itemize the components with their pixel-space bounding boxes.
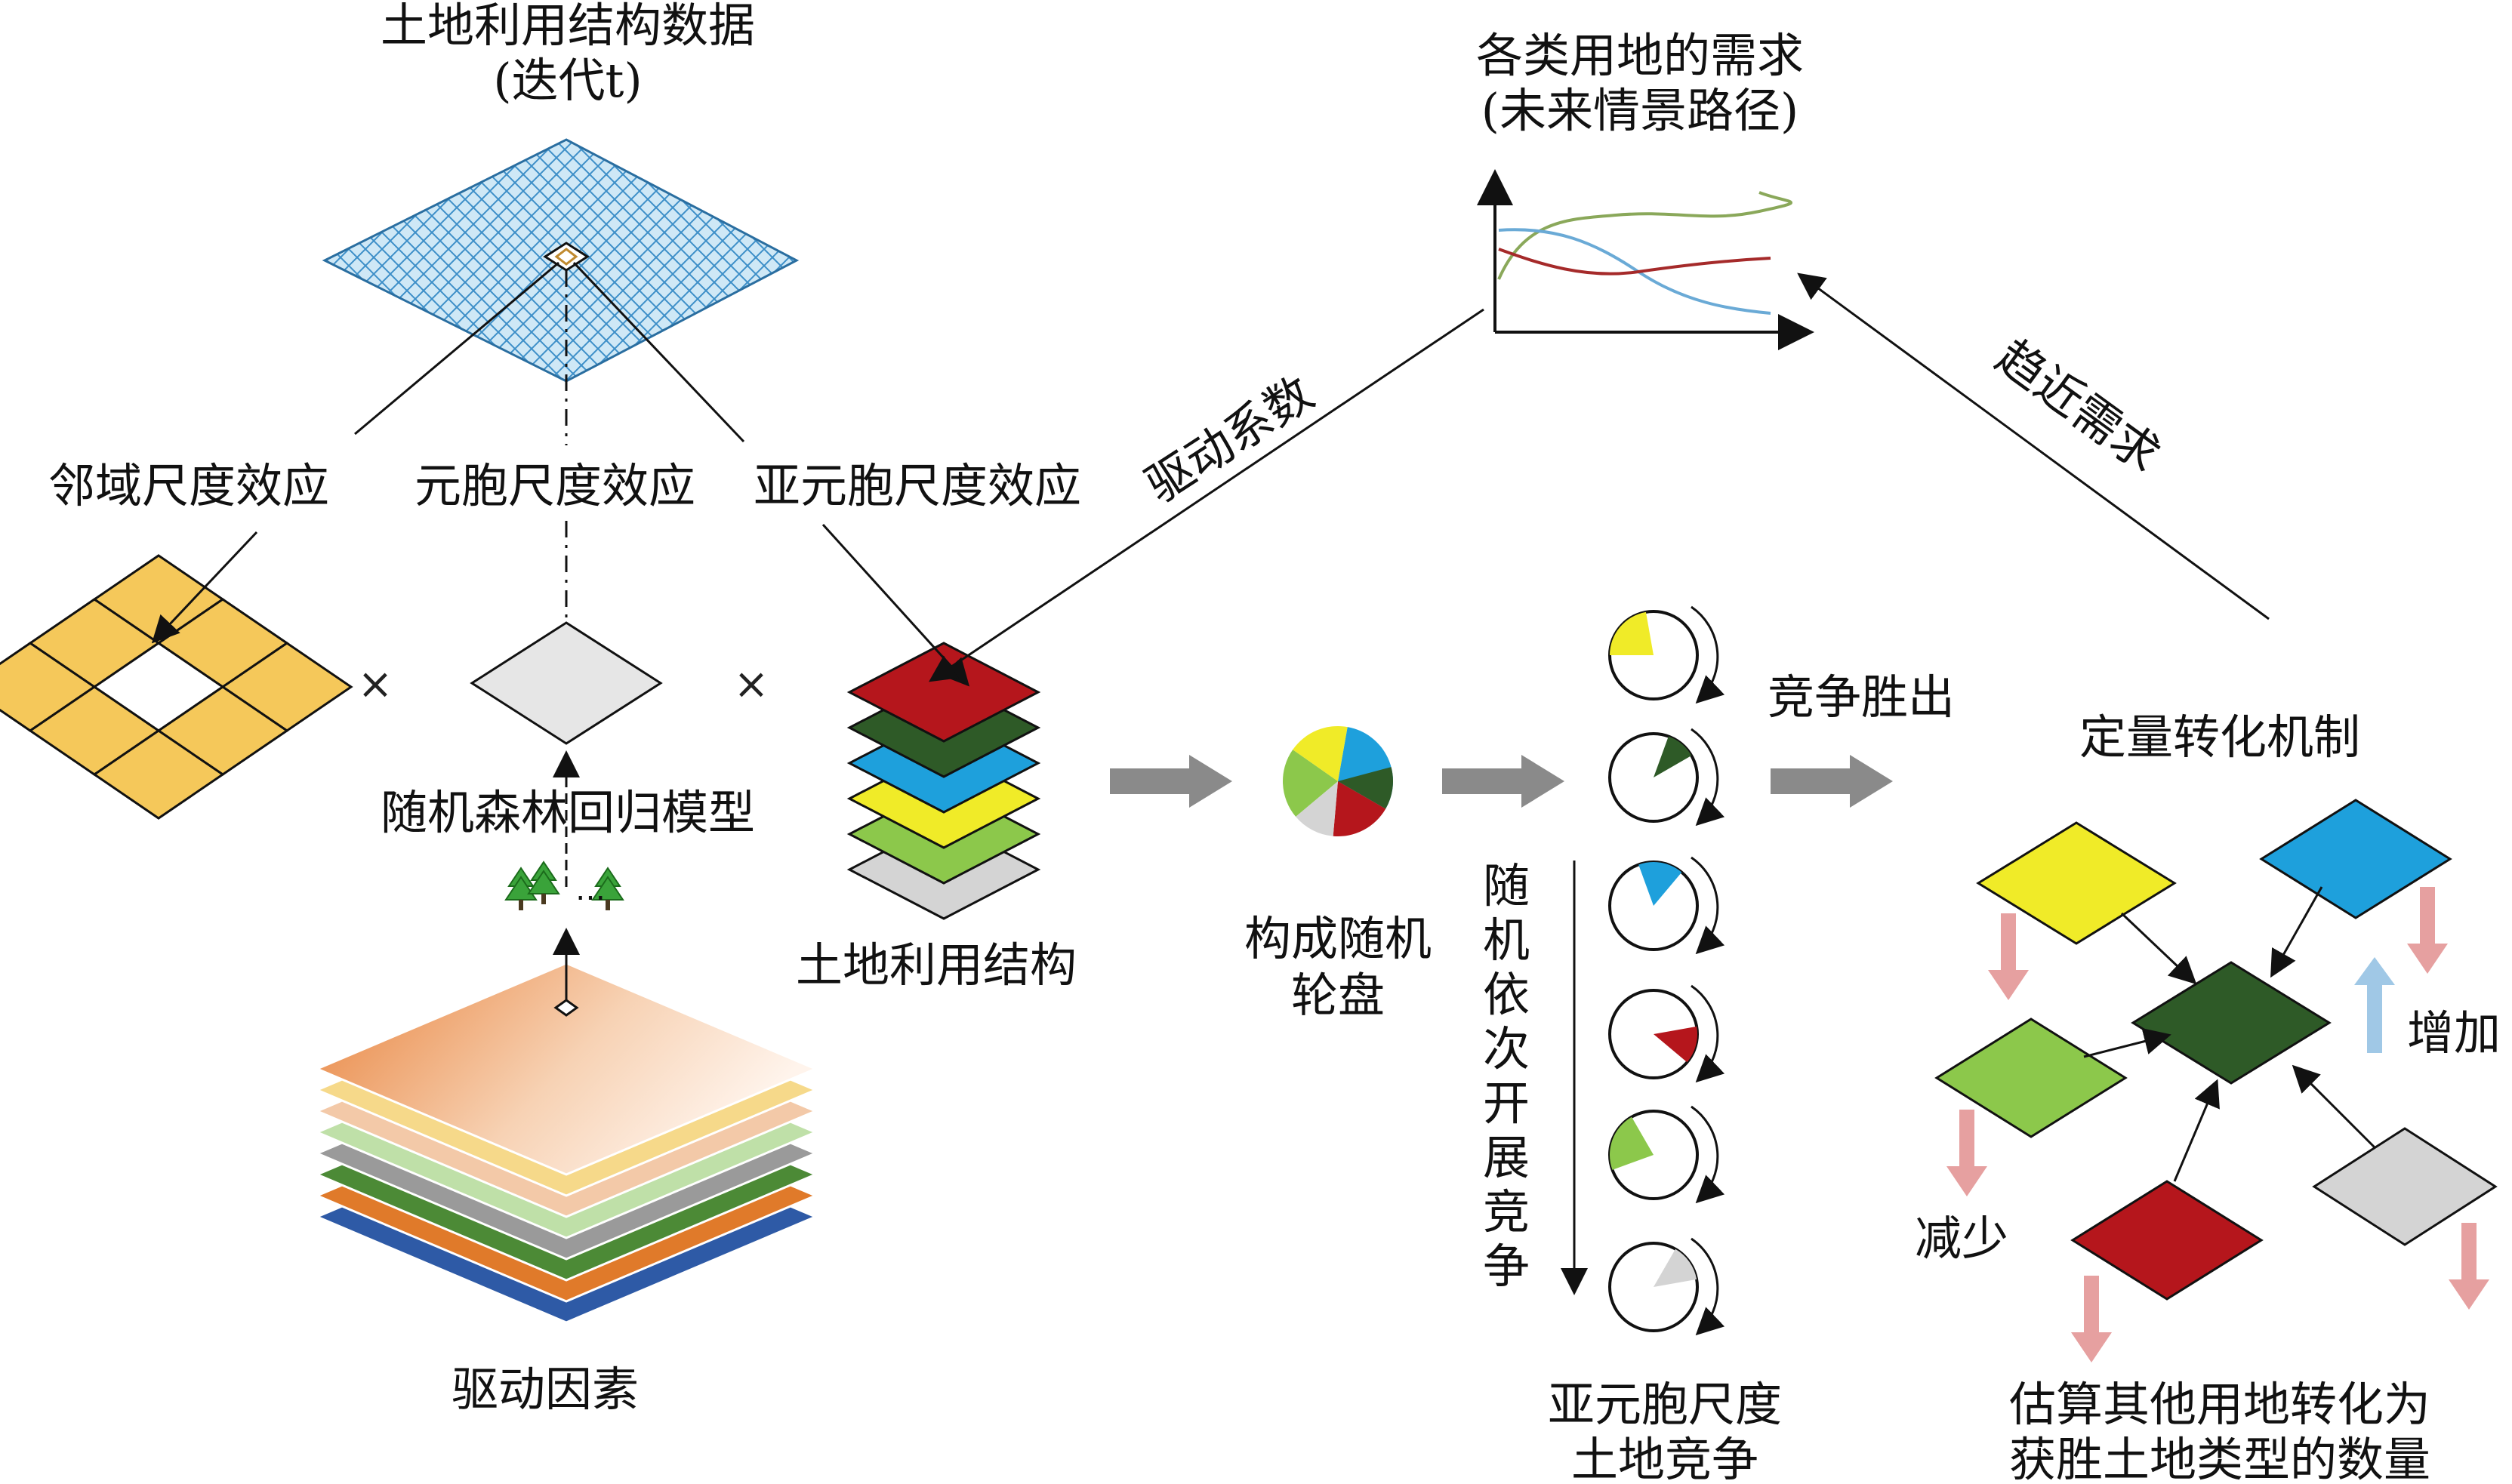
compete-win-label: 竞争胜出 (1768, 670, 1955, 725)
spin-arrow (1691, 1105, 1725, 1204)
spin-arrow (1691, 728, 1725, 827)
pie-slice (1338, 767, 1393, 809)
down-arrow (1988, 913, 2029, 1000)
sequential-char: 机 (1483, 913, 1530, 968)
sequential-char: 争 (1483, 1239, 1530, 1294)
wheel-sector (1654, 1248, 1697, 1287)
increase-arrow-icon (2354, 957, 2395, 1053)
down-arrow (1946, 1110, 1987, 1196)
driver-top-layer (314, 962, 818, 1176)
land-use-layer (846, 642, 1041, 743)
decrease-arrow-icon (1946, 887, 2489, 1362)
spin-arrow (1691, 856, 1725, 955)
pie-slice (1283, 750, 1338, 817)
arrow-red-to-green (2173, 1079, 2220, 1182)
land-structure-label: 土地利用结构 (796, 938, 1077, 993)
decrease-label: 减少 (1915, 1211, 2008, 1266)
wheel-sector (1610, 611, 1654, 655)
increase-label: 增加 (2407, 1005, 2501, 1061)
flow-arrow-3 (1771, 755, 1893, 808)
lightgreen-diamond (1934, 1018, 2128, 1138)
demand-curve-red (1498, 248, 1771, 276)
conversion-diagram (1934, 799, 2498, 1301)
demand-chart (1477, 169, 1814, 350)
tree-icon (504, 861, 624, 910)
drive-coef-arrow (929, 308, 1484, 682)
approach-demand-label: 趋近需求 (1986, 328, 2171, 483)
demand-line2: (未来情景路径) (1481, 83, 1798, 138)
sequential-char: 随 (1483, 858, 1530, 913)
sequential-char: 竞 (1483, 1184, 1530, 1239)
drivers-label: 驱动因素 (452, 1362, 639, 1417)
connector-subcell (572, 261, 745, 443)
roulette-pie (1283, 726, 1393, 836)
estimate-line1: 估算其他用地转化为 (2009, 1377, 2430, 1432)
down-arrow (2407, 887, 2448, 974)
neighborhood-effect-label: 邻域尺度效应 (48, 458, 329, 513)
pie-slice (1296, 781, 1338, 836)
blue-diamond (2259, 799, 2452, 919)
subcell-comp-line1: 亚元胞尺度 (1548, 1377, 1782, 1432)
times-mark-1: × (358, 660, 393, 709)
arrow-yellow-to-green (2120, 912, 2197, 985)
land-structure-data-grid (322, 138, 800, 383)
spin-arrow (1691, 605, 1725, 704)
wheel-sector (1638, 862, 1682, 906)
sequential-char: 次 (1483, 1021, 1530, 1076)
land-use-structure-stack (846, 642, 1041, 920)
cell-effect-label: 元胞尺度效应 (415, 458, 695, 513)
title-line2: (迭代t) (493, 53, 642, 108)
quant-mech-label: 定量转化机制 (2079, 710, 2360, 765)
neighborhood-grid (0, 554, 353, 820)
arrow-lightgreen-to-green (2083, 1027, 2171, 1058)
connector-neighborhood (354, 261, 559, 436)
sequential-char: 开 (1483, 1076, 1530, 1131)
drive-coef-label: 驱动系数 (1136, 365, 1323, 513)
wheel-sector (1654, 736, 1692, 777)
times-mark-2: × (734, 660, 769, 709)
sequential-char: 展 (1483, 1130, 1530, 1185)
subcell-effect-label: 亚元胞尺度效应 (754, 458, 1081, 513)
title-line1: 土地利用结构数据 (381, 0, 755, 53)
neighborhood-cell (92, 729, 225, 820)
driver-cell-marker (553, 999, 579, 1017)
demand-curve-green (1497, 191, 1792, 280)
gray-diamond (2312, 1127, 2498, 1246)
spin-arrow (1691, 984, 1725, 1083)
wheel-sector (1609, 1116, 1654, 1170)
flow-arrow-2 (1442, 755, 1564, 808)
arrow-blue-to-green (2270, 886, 2323, 978)
competition-wheels (1608, 605, 1725, 1336)
wheel-sector (1654, 1026, 1697, 1063)
cell-diamond (470, 621, 663, 745)
pie-slice (1333, 781, 1386, 836)
yellow-diamond (1976, 821, 2177, 945)
ellipsis-mark: … (575, 873, 606, 907)
subcell-arrow (821, 523, 970, 687)
rf-model-label: 随机森林回归模型 (381, 785, 755, 840)
estimate-line2: 获胜土地类型的数量 (2009, 1432, 2430, 1484)
approach-demand-arrow (1797, 272, 2270, 620)
spin-arrow (1691, 1237, 1725, 1336)
darkgreen-diamond (2131, 961, 2332, 1085)
arrow-gray-to-green (2292, 1064, 2376, 1149)
roulette-line2: 轮盘 (1291, 968, 1385, 1023)
flow-arrow-1 (1110, 755, 1232, 808)
red-diamond (2070, 1180, 2264, 1301)
subcell-comp-line2: 土地竞争 (1571, 1432, 1758, 1484)
neighborhood-arrow (151, 531, 258, 644)
down-arrow (2449, 1223, 2489, 1310)
roulette-line1: 构成随机 (1244, 911, 1432, 966)
driver-layers-stack (314, 962, 818, 1324)
sequential-char: 依 (1483, 967, 1530, 1022)
down-arrow (2071, 1276, 2112, 1362)
demand-line1: 各类用地的需求 (1476, 28, 1804, 83)
pie-slice (1293, 726, 1348, 781)
